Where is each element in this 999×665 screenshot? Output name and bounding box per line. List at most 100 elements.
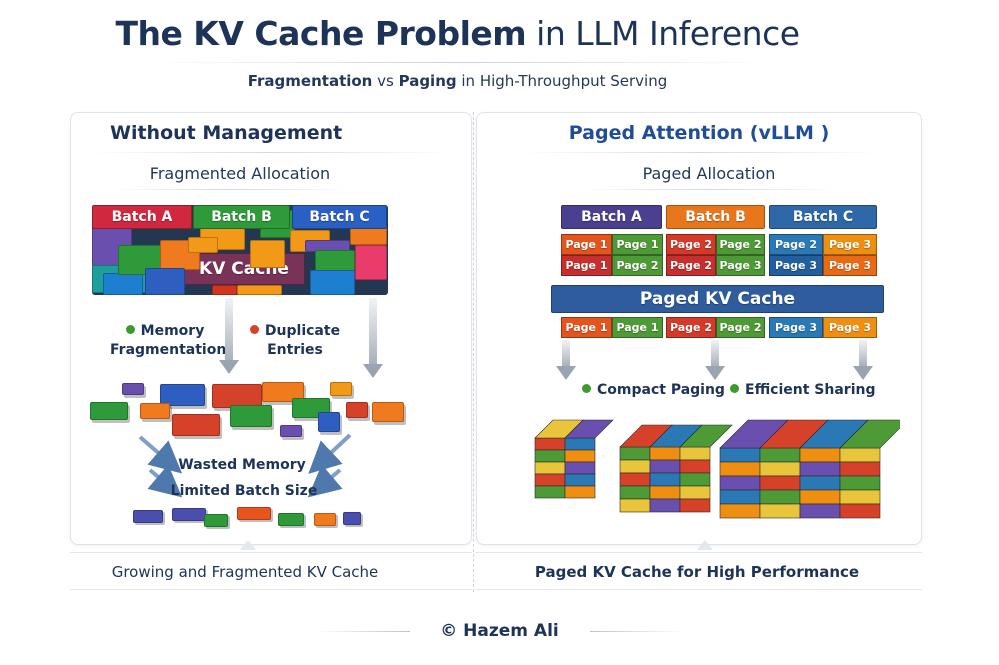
page-block: Page 2 [666,234,716,255]
stack-top [839,419,900,449]
small-block [314,513,336,526]
page-block: Page 2 [769,234,823,255]
issue-line: Entries [267,342,323,358]
stack-block [564,485,596,499]
effect-limited-batch-size: Limited Batch Size [170,483,318,499]
paged-batch-b-label: Batch B [666,205,765,229]
memory-fragment [237,285,282,295]
left-caption-box [70,552,472,590]
batch-a-label: Batch A [92,205,192,229]
stack-block [534,449,566,463]
page-block: Page 3 [823,234,877,255]
scattered-block [160,384,205,406]
scattered-block [140,403,170,419]
paged-batch-a-label: Batch A [561,205,662,229]
batch-c-label: Batch C [292,205,387,229]
stack-block [619,459,651,474]
stack-block [619,498,651,513]
green-dot-icon [125,325,135,334]
stack-block [839,475,881,491]
stack-block [719,447,761,463]
scattered-block [122,383,144,395]
stack-block [679,498,711,513]
page-block: Page 2 [666,255,716,276]
stack-block [799,503,841,519]
page-block: Page 2 [716,234,765,255]
stack-block [719,461,761,477]
benefit-efficient-sharing: Efficient Sharing [730,382,876,398]
stack-block [839,489,881,505]
stack-block [564,449,596,463]
stack-top [564,419,614,439]
small-block [133,510,163,523]
left-subtitle-rule [110,189,350,190]
memory-fragment [250,240,285,268]
page-block: Page 3 [769,255,823,276]
title-bold: The KV Cache Problem [115,14,527,53]
memory-fragment [103,273,143,295]
stack-block [534,485,566,499]
batch-b-label: Batch B [193,205,290,229]
green-dot-icon [730,384,739,393]
small-block [343,512,361,525]
small-block [237,507,271,520]
cache-page-block: Page 2 [666,317,716,338]
paged-kv-cache-bar: Paged KV Cache [551,285,884,313]
stack-block [649,472,681,487]
stack-block [619,446,651,461]
cache-page-block: Page 2 [716,317,765,338]
stack-top [679,424,733,448]
left-panel-title: Without Management [110,122,343,144]
page-block: Page 1 [612,234,663,255]
paged-block-stacks [534,419,900,519]
scattered-block [90,402,128,420]
scattered-block [212,384,262,408]
cache-page-block: Page 1 [612,317,663,338]
arrow-icon [138,435,183,474]
stack-block [534,473,566,487]
right-caption: Paged KV Cache for High Performance [534,563,860,581]
stack-block [649,485,681,500]
stack-block [679,446,711,461]
stack-block [649,459,681,474]
down-arrow-icon [853,340,873,380]
cache-page-block: Page 3 [769,317,823,338]
stack-block [799,461,841,477]
paged-batch-c-label: Batch C [769,205,877,229]
page-block: Page 3 [823,255,877,276]
page-block: Page 1 [561,255,612,276]
memory-fragment [145,268,185,295]
stack-block [564,461,596,475]
stack-block [679,459,711,474]
stack-block [564,473,596,487]
cache-page-block: Page 3 [823,317,877,338]
stack-block [649,498,681,513]
green-dot-icon [582,384,591,393]
small-block [278,513,304,526]
right-caption-box [476,552,922,590]
benefit-label: Compact Paging [597,382,725,398]
stack-block [839,461,881,477]
small-block [204,514,228,527]
down-arrow-icon [556,340,576,380]
stack-block [759,503,801,519]
red-dot-icon [249,325,259,334]
down-arrow-icon [363,298,383,378]
kv-cache-label: KV Cache [183,253,305,285]
right-panel-title: Paged Attention (vLLM ) [568,122,830,144]
right-subtitle-rule [580,189,840,190]
stack-block [759,475,801,491]
left-caption: Growing and Fragmented KV Cache [111,563,379,581]
title-light: in LLM Inference [536,14,800,53]
left-title-rule [90,152,450,153]
stack-block [679,485,711,500]
stack-block [534,461,566,475]
footer-credit: © Hazem Ali [440,621,559,641]
benefit-label: Efficient Sharing [745,382,876,398]
effect-wasted-memory: Wasted Memory [178,457,306,473]
stack-block [799,489,841,505]
small-block [172,508,206,521]
stack-block [839,447,881,463]
